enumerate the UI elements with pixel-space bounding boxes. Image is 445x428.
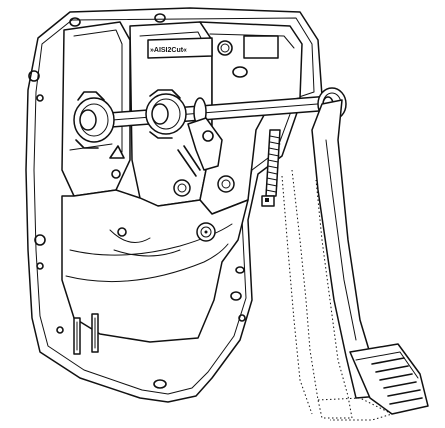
return-spring <box>261 129 281 207</box>
pad-grip-ribs <box>371 357 423 405</box>
pedal-pad <box>349 343 429 415</box>
nut-left <box>173 179 191 197</box>
nut-right <box>217 175 235 193</box>
pedal-travel-outline <box>281 169 394 421</box>
part-marking-text: »AISI2Cut« <box>150 47 187 54</box>
left-hub <box>73 91 115 149</box>
linkage-bracket <box>177 117 223 177</box>
nut-lower <box>196 222 216 242</box>
centre-hub <box>145 89 187 139</box>
marking-plate: »AISI2Cut« <box>147 35 279 78</box>
connector-pins <box>73 313 99 355</box>
small-bolt <box>109 145 125 179</box>
fasteners <box>109 145 235 242</box>
mounting-holes <box>28 13 246 389</box>
